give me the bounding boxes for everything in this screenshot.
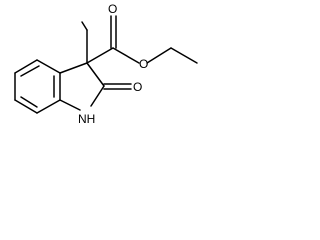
benzene-ring <box>14 59 61 114</box>
bond-c3-ester-carbon <box>86 47 114 64</box>
bond-c7a-c3a <box>36 59 61 74</box>
bond-c2-n1 <box>90 85 105 107</box>
bond-c3-c2 <box>86 62 105 87</box>
bond-ester-carbon-oxygen <box>112 47 140 64</box>
ester-carbonyl-oxygen-label: O <box>108 2 117 16</box>
ester-group <box>86 15 198 64</box>
bond-ch2-ch3 <box>170 47 198 64</box>
bond-n1-c7a <box>59 99 81 111</box>
bond-c6-c7 <box>36 99 61 114</box>
ester-oxygen-label: O <box>139 57 148 71</box>
bond-c5-c6 <box>14 99 38 114</box>
molecule-structure: O O O NH <box>14 2 198 126</box>
nitrogen-h-label: NH <box>78 112 95 126</box>
bond-c3a-c3 <box>59 62 88 74</box>
bond-oxygen-ch2 <box>146 47 172 64</box>
methyl-stub <box>81 21 88 31</box>
lactam-ring <box>59 62 105 111</box>
lactam-carbonyl <box>103 83 132 90</box>
bond-c3a-c4 <box>14 59 38 74</box>
aromatic-double-bond-2 <box>20 96 38 108</box>
aromatic-double-bond-1 <box>20 65 40 77</box>
lactam-oxygen-label: O <box>133 80 142 94</box>
